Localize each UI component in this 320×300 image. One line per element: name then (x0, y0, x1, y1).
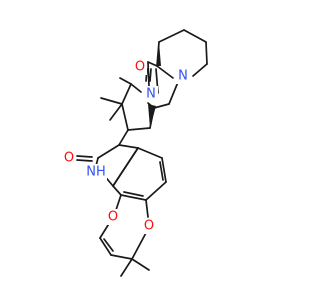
atom-label: N (146, 87, 156, 102)
bond (100, 97, 123, 105)
bond (156, 65, 174, 79)
atom-nitrogen-amide: N (144, 86, 158, 102)
atom-oxygen-ether-right: O (142, 218, 156, 234)
bond (153, 103, 170, 109)
atom-label: O (135, 60, 145, 75)
bond (119, 77, 132, 85)
molecule-diagram: O N N O NH O O (62, 29, 208, 277)
bond (97, 144, 120, 159)
bond (205, 41, 208, 65)
bond (76, 155, 93, 158)
bond (120, 194, 147, 201)
atom-label: N (178, 69, 188, 84)
bond (158, 29, 185, 43)
bond (131, 230, 148, 260)
atom-label: NH (86, 165, 106, 180)
bond (110, 254, 133, 260)
bond (123, 191, 144, 197)
bond (183, 29, 207, 43)
atom-label: O (64, 151, 74, 166)
bond (137, 147, 163, 159)
bond (99, 237, 112, 256)
structure-svg: O N N O NH O O (62, 29, 208, 277)
wedge-bond (157, 42, 161, 66)
bond (145, 181, 167, 201)
bond (118, 144, 139, 149)
bond (112, 185, 122, 196)
bond (130, 83, 142, 93)
atom-nh-oxindole: NH (85, 164, 107, 180)
bond (147, 61, 158, 67)
atom-oxygen-ether-left: O (106, 209, 120, 225)
bond (145, 199, 149, 218)
bond (103, 238, 114, 252)
bond (168, 81, 179, 105)
atom-label: O (108, 210, 118, 225)
atom-label-layer: O N N O NH O O (62, 59, 190, 234)
bond (121, 103, 129, 131)
bond (147, 61, 150, 87)
bond (159, 161, 164, 181)
atom-oxygen-lactam: O (133, 59, 147, 75)
bond (149, 68, 152, 82)
bond (192, 63, 208, 77)
bond (76, 159, 93, 162)
bond (161, 157, 167, 183)
bond (118, 129, 129, 146)
bond (127, 127, 151, 131)
bond (120, 258, 133, 277)
bond (109, 103, 123, 121)
wedge-bond (148, 104, 156, 128)
bond (112, 147, 139, 187)
bond (131, 258, 150, 271)
atom-oxygen-oxindole: O (62, 150, 76, 166)
bond (121, 83, 132, 105)
atom-label: O (144, 219, 154, 234)
atom-nitrogen-ring: N (176, 68, 190, 84)
